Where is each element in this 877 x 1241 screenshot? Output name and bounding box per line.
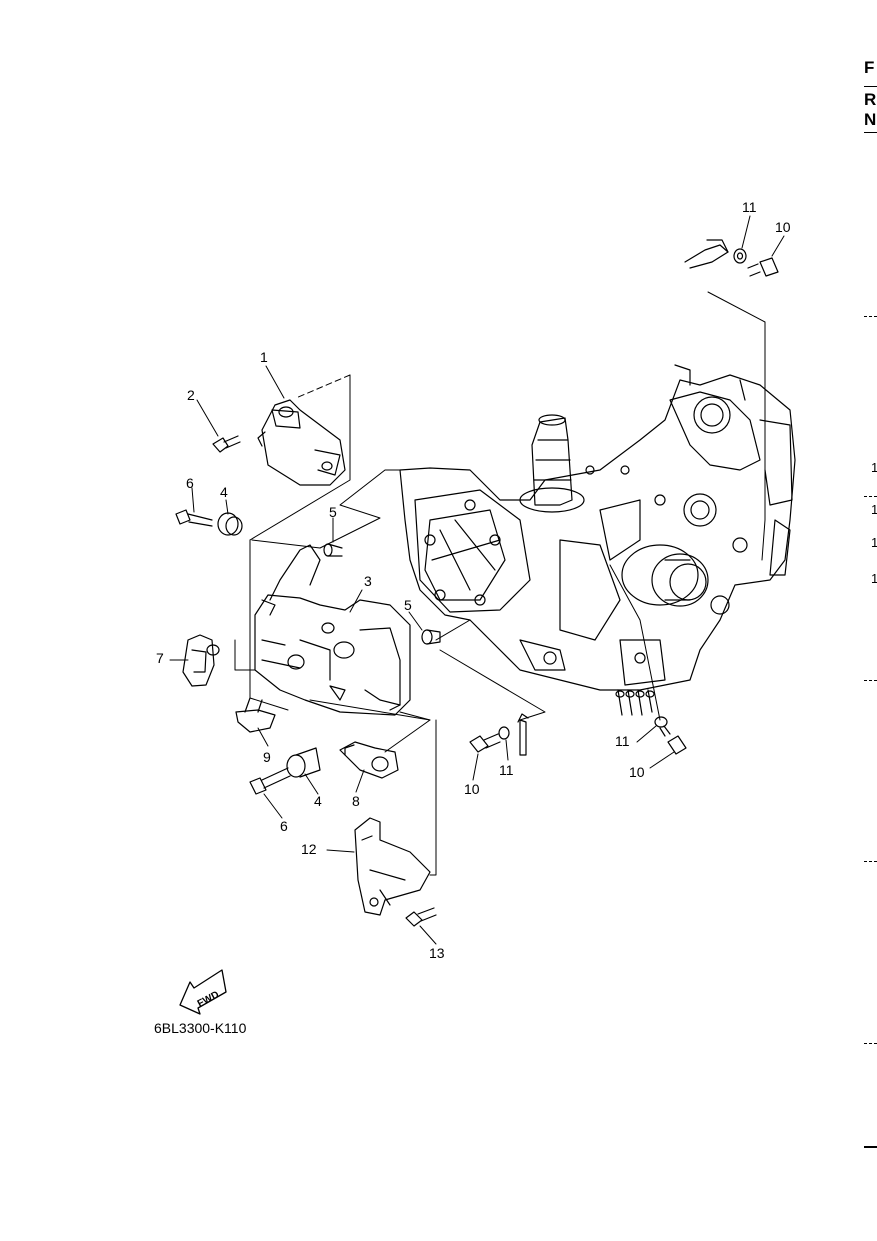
edge-number: 1 bbox=[871, 535, 877, 550]
edge-dash bbox=[864, 1043, 877, 1044]
leader-lines bbox=[169, 215, 785, 945]
callout-4-lower: 4 bbox=[314, 793, 322, 809]
edge-number: 1 bbox=[871, 502, 877, 517]
callout-13: 13 bbox=[429, 945, 445, 961]
callout-7: 7 bbox=[156, 650, 164, 666]
callout-5-upper: 5 bbox=[329, 504, 337, 520]
callout-10-right: 10 bbox=[629, 764, 645, 780]
clamp-part-7 bbox=[182, 634, 220, 687]
ground-lead-left bbox=[517, 713, 529, 756]
edge-dash bbox=[864, 861, 877, 862]
bolt-part-2 bbox=[212, 435, 241, 453]
edge-dash bbox=[864, 680, 877, 681]
assembly-lines bbox=[234, 291, 766, 876]
washer-part-11-left bbox=[498, 726, 510, 740]
callout-1: 1 bbox=[260, 349, 268, 365]
edge-rule bbox=[864, 1146, 877, 1148]
edge-number: 1 bbox=[871, 571, 877, 586]
fwd-label: FWD bbox=[196, 989, 221, 1009]
ignition-coil bbox=[257, 399, 346, 486]
callout-2: 2 bbox=[187, 387, 195, 403]
ground-lead-top bbox=[684, 239, 729, 269]
grommet-part-4-lower bbox=[286, 747, 321, 778]
callout-4-upper: 4 bbox=[220, 484, 228, 500]
holder-part-8 bbox=[339, 741, 399, 779]
ground-lead-group bbox=[615, 689, 655, 716]
bolt-part-10-top bbox=[747, 257, 779, 277]
callout-6-lower: 6 bbox=[280, 818, 288, 834]
clip-part-9 bbox=[235, 697, 276, 733]
edge-letter-f: F bbox=[864, 58, 875, 77]
collar-part-5-upper bbox=[323, 543, 343, 557]
callout-5-lower: 5 bbox=[404, 597, 412, 613]
washer-part-11-top bbox=[733, 248, 747, 264]
edge-letter-r: R bbox=[864, 90, 877, 109]
callout-6-upper: 6 bbox=[186, 475, 194, 491]
edge-dash bbox=[864, 496, 877, 497]
edge-rule bbox=[864, 86, 877, 87]
engine-crankcase bbox=[399, 364, 796, 691]
bolt-part-13 bbox=[405, 907, 437, 927]
callout-11-right: 11 bbox=[615, 733, 630, 749]
edge-rule bbox=[864, 132, 877, 133]
edge-number: 1 bbox=[871, 460, 877, 475]
coil-bracket bbox=[254, 544, 411, 716]
bolt-part-6-lower bbox=[249, 767, 291, 795]
diagram-code: 6BL3300-K110 bbox=[154, 1020, 247, 1036]
fwd-arrow-icon bbox=[179, 969, 227, 1015]
callout-8: 8 bbox=[352, 793, 360, 809]
bolt-part-10-right bbox=[659, 725, 687, 755]
edge-dash bbox=[864, 316, 877, 317]
grommet-part-4-upper bbox=[217, 512, 243, 536]
edge-letter-n: N bbox=[864, 110, 877, 129]
callout-11-top: 11 bbox=[742, 199, 757, 215]
washer-part-11-right bbox=[654, 716, 668, 728]
callout-9: 9 bbox=[263, 749, 271, 765]
cover-part-12 bbox=[354, 817, 431, 916]
collar-part-5-lower bbox=[421, 629, 441, 645]
callout-11-left: 11 bbox=[499, 762, 514, 778]
callout-10-left: 10 bbox=[464, 781, 480, 797]
callout-10-top: 10 bbox=[775, 219, 791, 235]
bolt-part-10-left bbox=[469, 733, 501, 753]
bolt-part-6-upper bbox=[175, 509, 213, 527]
callout-12: 12 bbox=[301, 841, 317, 857]
callout-3: 3 bbox=[364, 573, 372, 589]
